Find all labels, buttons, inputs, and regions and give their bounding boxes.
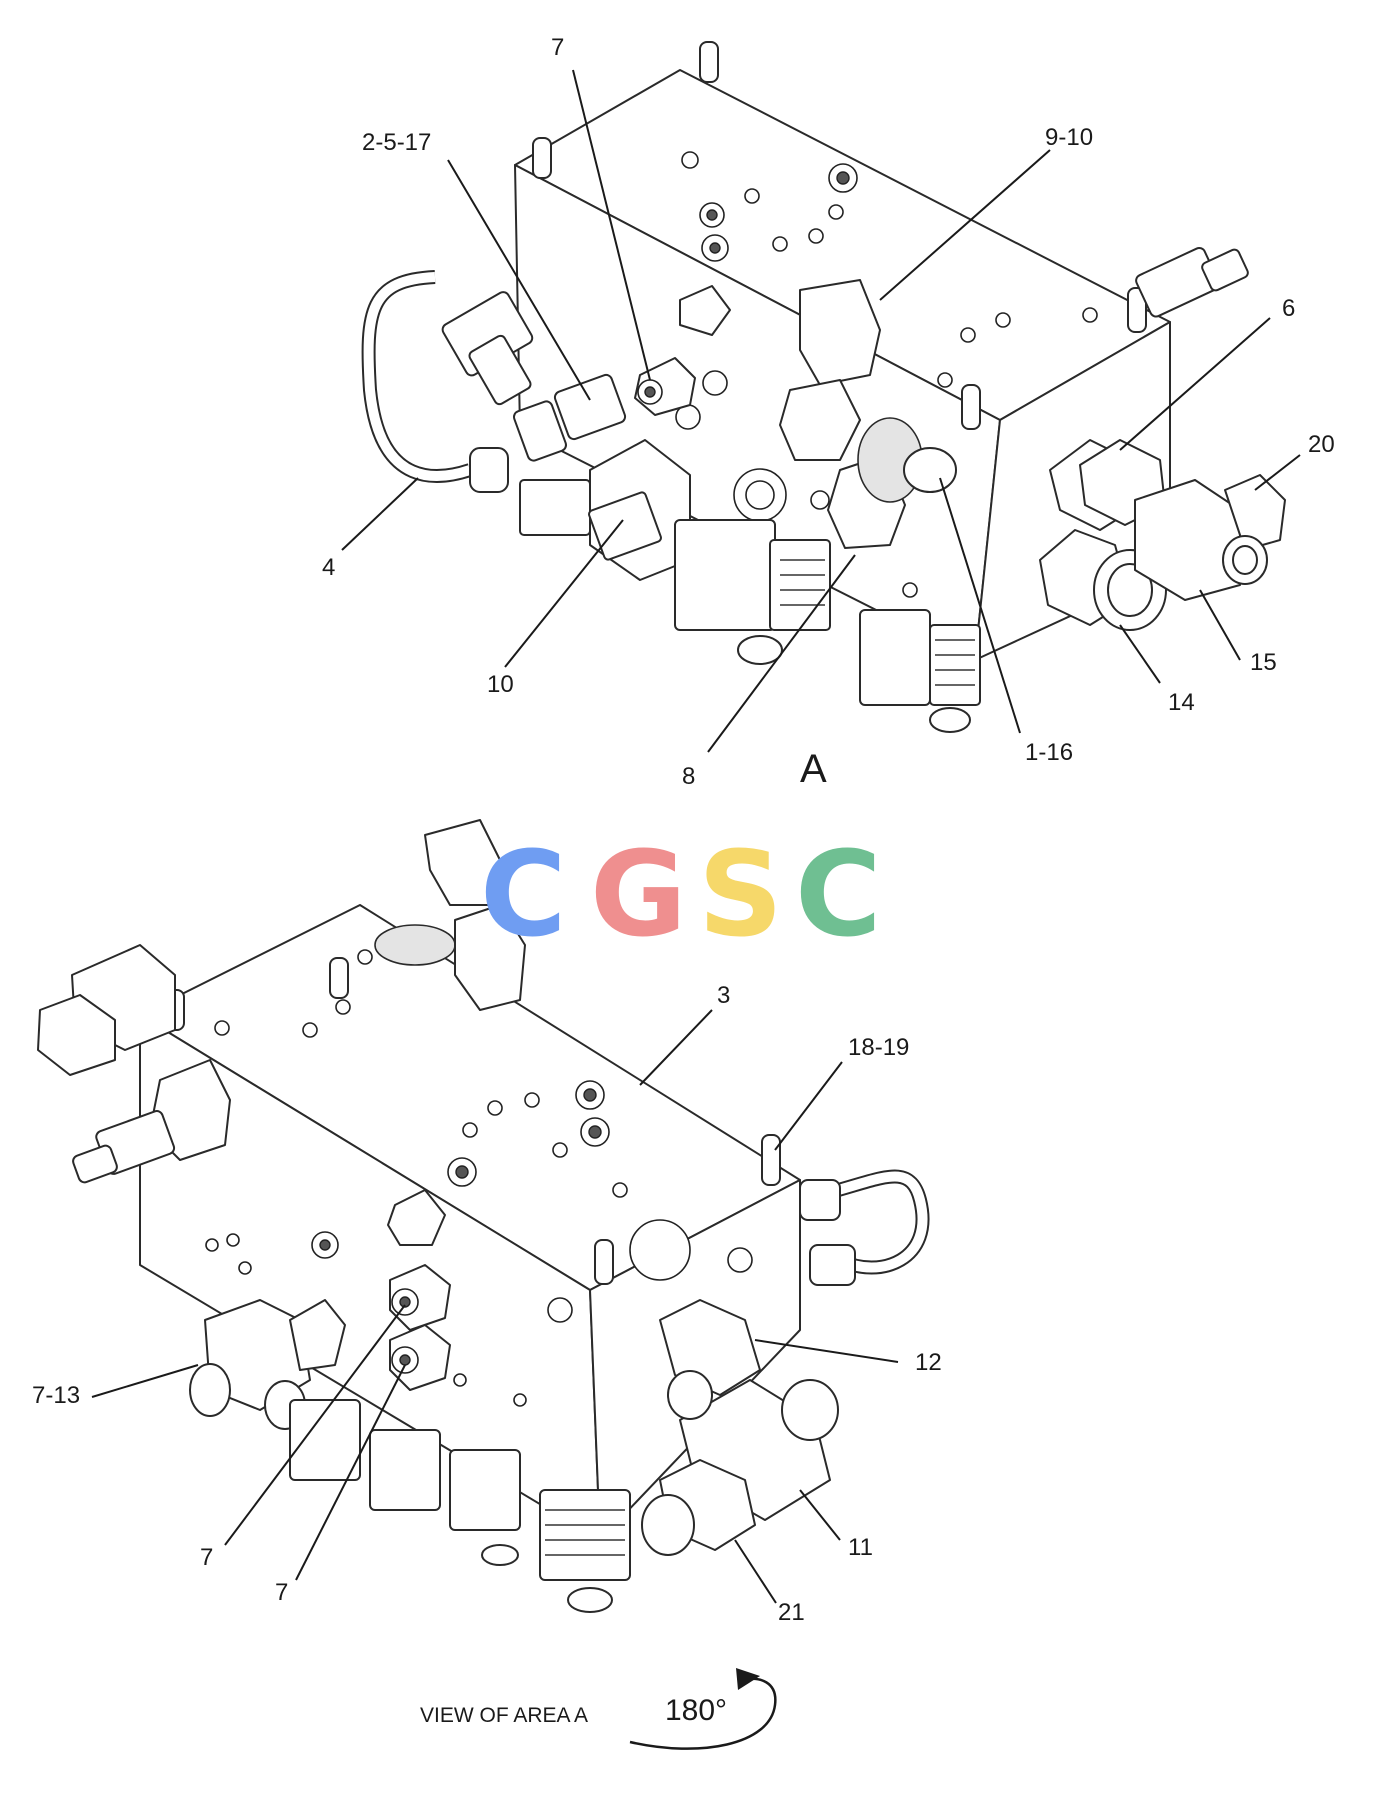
callout-11: 11 xyxy=(848,1534,873,1561)
rotation-arrowhead-icon xyxy=(736,1668,760,1690)
callout-10: 10 xyxy=(487,671,514,698)
watermark-letter-g: G xyxy=(590,825,687,963)
callout-2-5-17: 2-5-17 xyxy=(362,129,431,156)
view-of-area-label: VIEW OF AREA A xyxy=(420,1704,588,1727)
watermark-letter-c2: C xyxy=(795,825,882,963)
callout-15: 15 xyxy=(1250,649,1277,676)
callout-14: 14 xyxy=(1168,689,1195,716)
callout-6: 6 xyxy=(1282,295,1295,322)
callout-12: 12 xyxy=(915,1349,942,1376)
callout-7-lower-b: 7 xyxy=(275,1579,288,1606)
callout-7-lower-a: 7 xyxy=(200,1544,213,1571)
callout-18-19: 18-19 xyxy=(848,1034,909,1061)
bottom-callouts: 3 18-19 7-13 12 7 7 11 21 xyxy=(32,982,942,1626)
callout-20: 20 xyxy=(1308,431,1335,458)
rotation-degrees: 180° xyxy=(665,1694,727,1727)
cgsc-watermark: C G S C xyxy=(480,825,882,963)
view-footer: VIEW OF AREA A 180° xyxy=(420,1668,777,1750)
top-valve-assembly xyxy=(361,41,1286,733)
area-label-a: A xyxy=(800,747,827,791)
callout-21: 21 xyxy=(778,1599,805,1626)
watermark-letter-s: S xyxy=(698,825,783,963)
rotation-arrow-icon xyxy=(629,1677,777,1750)
top-leader-lines xyxy=(341,69,1301,753)
top-callouts: 7 2-5-17 9-10 6 20 4 10 8 1-16 14 15 A xyxy=(322,34,1335,791)
watermark-letter-c1: C xyxy=(480,825,567,963)
callout-9-10: 9-10 xyxy=(1045,124,1093,151)
callout-7-top: 7 xyxy=(551,34,564,61)
callout-7-13: 7-13 xyxy=(32,1382,80,1409)
callout-3: 3 xyxy=(717,982,730,1009)
bottom-leader-lines xyxy=(91,1009,899,1604)
callout-1-16: 1-16 xyxy=(1025,739,1073,766)
callout-8: 8 xyxy=(682,763,695,790)
bottom-valve-assembly xyxy=(37,819,930,1613)
callout-4: 4 xyxy=(322,554,335,581)
